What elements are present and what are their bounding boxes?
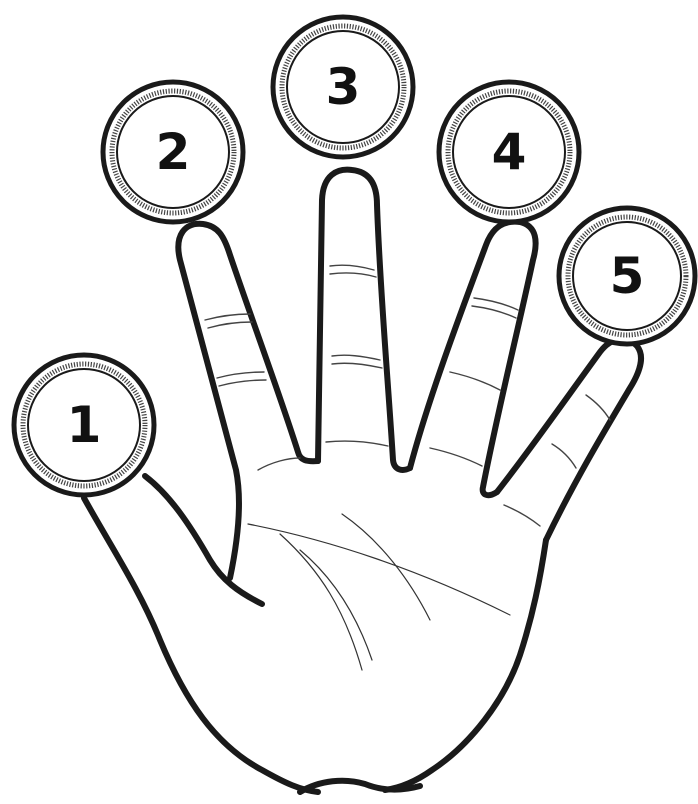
index-finger-outline [178,224,318,578]
middle-finger-outline [318,170,410,470]
finger-number-1: 1 [67,396,102,454]
ring-crease [430,448,482,466]
palm-right-outline [385,540,546,790]
ring-crease [474,298,518,310]
middle-crease [330,273,376,277]
finger-badge-2: 2 [103,82,243,222]
thumb-inner-outline [145,476,262,604]
little-crease [552,444,576,468]
finger-badge-4: 4 [439,82,579,222]
finger-badge-5: 5 [559,208,695,344]
finger-badges: 1 2 3 4 5 [14,17,695,495]
little-crease [586,395,610,420]
finger-badge-3: 3 [273,17,413,157]
finger-number-3: 3 [326,58,361,116]
middle-crease [332,355,380,360]
finger-number-4: 4 [492,123,527,181]
finger-number-5: 5 [610,247,645,305]
little-finger-outline [497,339,641,540]
hand-drawing [84,170,641,792]
index-crease [219,380,266,386]
middle-crease [330,265,374,270]
middle-crease [332,363,382,368]
ring-finger-outline [410,222,536,496]
index-crease [217,372,264,378]
little-crease [504,505,540,526]
finger-badge-1: 1 [14,355,154,495]
finger-number-2: 2 [156,123,191,181]
palm-line-heart [248,524,510,615]
index-crease [205,314,250,320]
index-crease [258,458,300,470]
palm-line-head [280,534,362,670]
ring-crease [450,372,500,390]
palm-line-fate [342,514,430,620]
index-crease [208,322,252,328]
ring-crease [472,306,516,318]
middle-crease [326,441,388,446]
